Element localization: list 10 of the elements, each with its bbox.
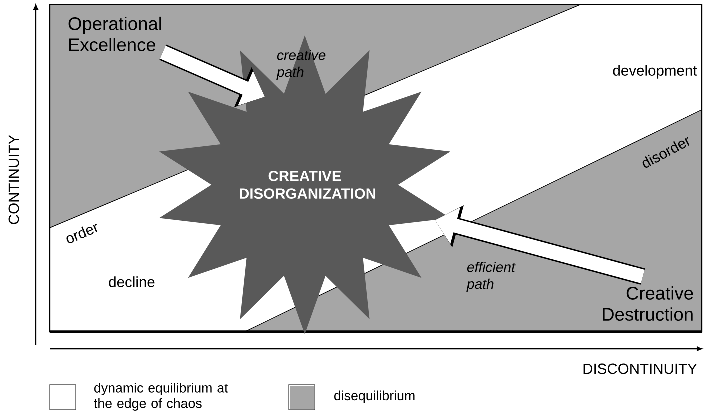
axis-label: DISCONTINUITY <box>584 364 698 374</box>
edge-label: efficient path <box>466 262 516 292</box>
axis-label: CONTINUITY <box>8 135 20 224</box>
title-text: Operational Excellence <box>68 16 162 52</box>
boundary-label: order <box>66 224 98 244</box>
edge-label: creative path <box>276 50 326 80</box>
region-label: development <box>613 65 698 79</box>
title-text: Creative Destruction <box>603 286 694 322</box>
legend-text: disequilibrium <box>334 390 415 404</box>
legend-text: dynamic equilibrium at the edge of chaos <box>94 383 228 411</box>
